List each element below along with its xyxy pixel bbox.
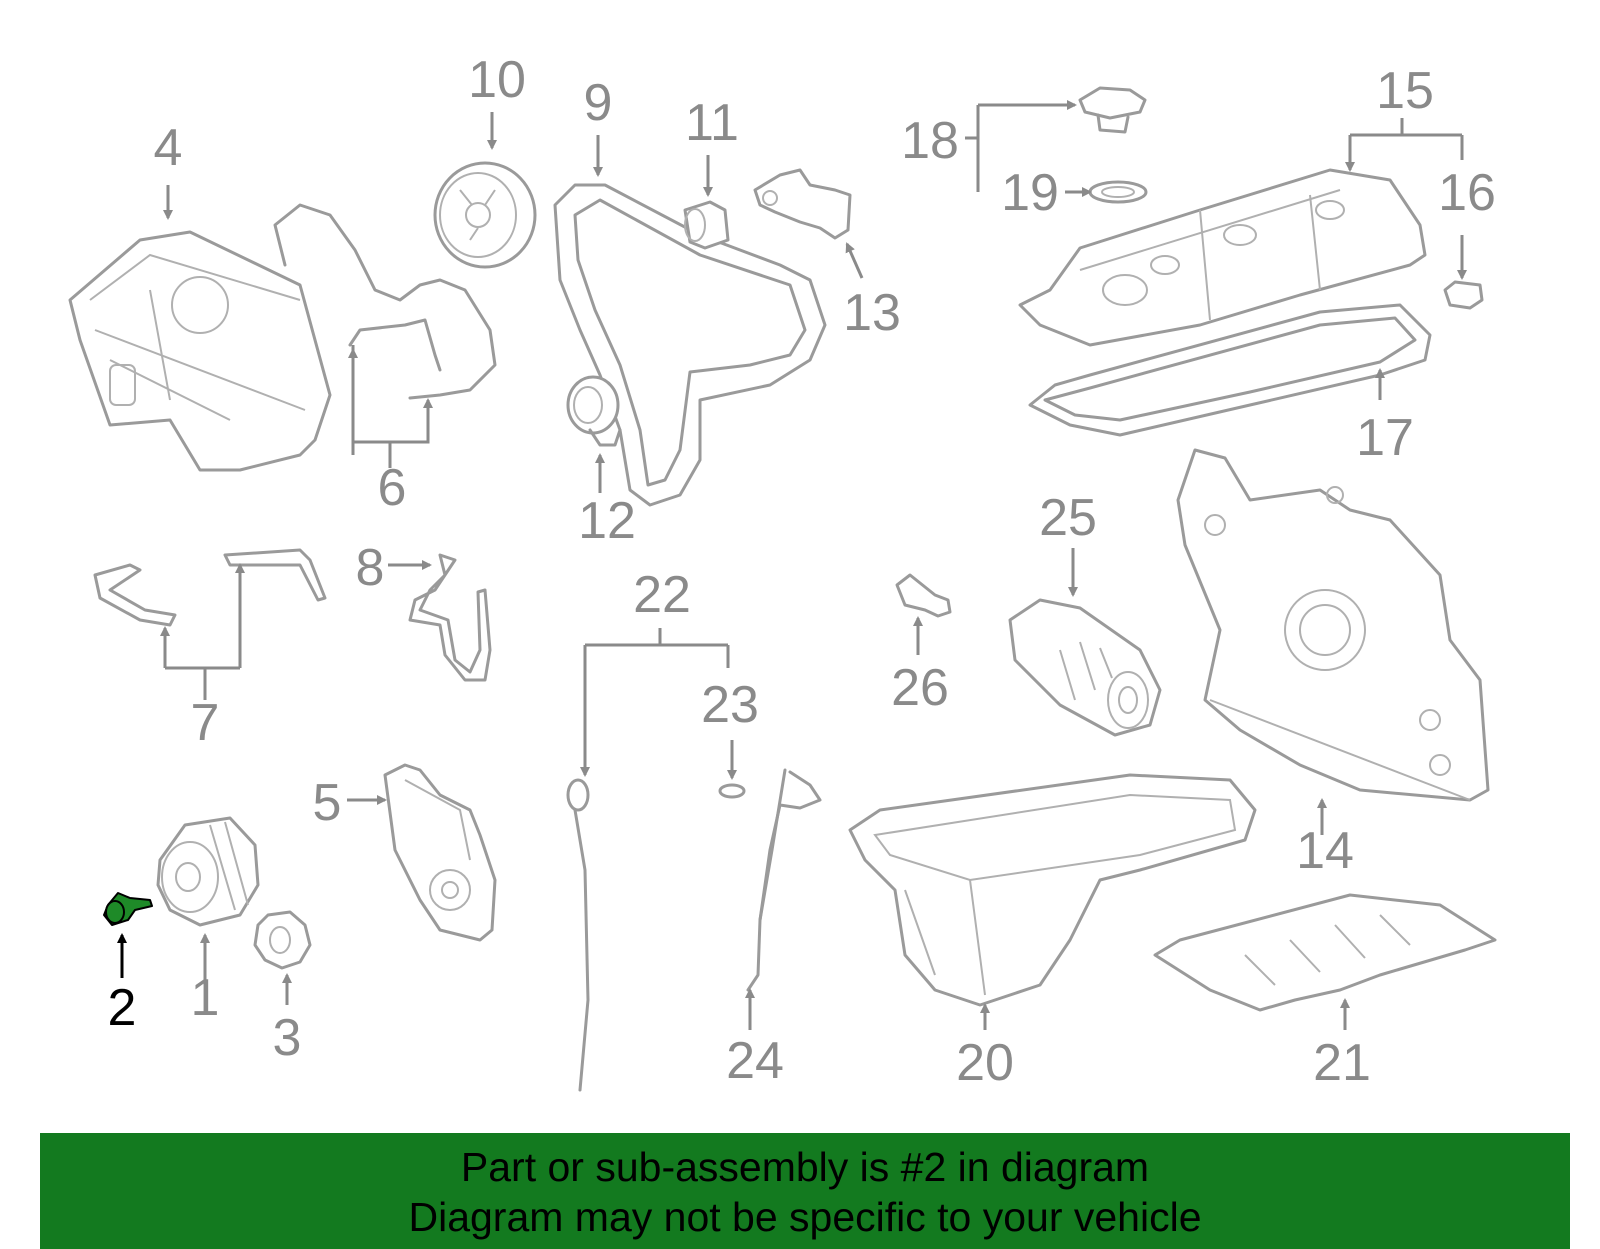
callout-18: 18 [901, 112, 959, 170]
part-21-baffle[interactable] [1153, 893, 1497, 1012]
callout-10: 10 [468, 51, 526, 109]
callout-15: 15 [1376, 62, 1434, 120]
callout-19: 19 [1001, 164, 1059, 222]
callout-7: 7 [191, 694, 220, 752]
part-13-tensioner[interactable] [753, 168, 852, 240]
callout-9: 9 [584, 74, 613, 132]
callout-3: 3 [273, 1009, 302, 1067]
part-26-pressure-switch[interactable] [895, 573, 952, 618]
part-12-tensioner-pulley[interactable] [566, 375, 622, 447]
info-banner: Part or sub-assembly is #2 in diagram Di… [40, 1133, 1570, 1249]
part-14-oil-pump[interactable] [1176, 448, 1490, 802]
part-19-gasket[interactable] [1088, 180, 1148, 204]
callout-12: 12 [578, 492, 636, 550]
callout-14: 14 [1296, 822, 1354, 880]
callout-22: 22 [633, 566, 691, 624]
callout-8: 8 [356, 539, 385, 597]
part-2-bolt[interactable] [103, 892, 153, 926]
callout-21: 21 [1313, 1034, 1371, 1092]
part-25-oil-filter[interactable] [1008, 598, 1162, 737]
callout-25: 25 [1039, 489, 1097, 547]
leader-lines [117, 105, 1467, 1030]
callout-6: 6 [378, 459, 407, 517]
callout-16: 16 [1438, 164, 1496, 222]
banner-disclaimer: Diagram may not be specific to your vehi… [408, 1194, 1202, 1240]
callout-4: 4 [154, 119, 183, 177]
part-22-dipstick[interactable] [566, 778, 590, 1092]
callout-1: 1 [191, 969, 220, 1027]
callout-2: 2 [108, 979, 137, 1037]
part-17-cover-gasket[interactable] [1028, 303, 1432, 437]
part-24-dipstick-tube[interactable] [746, 768, 822, 992]
part-15-valve-cover[interactable] [1018, 168, 1427, 347]
part-1-crank-pulley[interactable] [156, 816, 260, 927]
callout-13: 13 [843, 284, 901, 342]
part-11-idler[interactable] [683, 200, 730, 250]
part-16-grommet[interactable] [1443, 280, 1484, 310]
part-8-gasket[interactable] [408, 553, 492, 682]
part-7-seals[interactable] [93, 548, 327, 627]
callout-20: 20 [956, 1034, 1014, 1092]
part-3-crank-gear[interactable] [253, 910, 312, 970]
part-23-o-ring[interactable] [718, 783, 746, 799]
callout-24: 24 [726, 1032, 784, 1090]
part-10-pulley[interactable] [433, 161, 537, 269]
callout-11: 11 [685, 94, 739, 152]
part-6-cover-gaskets[interactable] [273, 203, 497, 400]
part-5-pump-housing[interactable] [383, 763, 497, 942]
banner-part-note: Part or sub-assembly is #2 in diagram [460, 1144, 1150, 1190]
callout-5: 5 [313, 774, 342, 832]
callout-23: 23 [701, 676, 759, 734]
callout-17: 17 [1356, 409, 1414, 467]
part-20-oil-pan[interactable] [848, 773, 1257, 1007]
part-4-timing-cover[interactable] [68, 230, 332, 472]
part-18-oil-cap[interactable] [1078, 86, 1147, 134]
callout-labels: 1 2 3 4 5 6 7 8 9 10 11 12 13 14 15 16 1… [108, 51, 1496, 1092]
callout-26: 26 [891, 659, 949, 717]
